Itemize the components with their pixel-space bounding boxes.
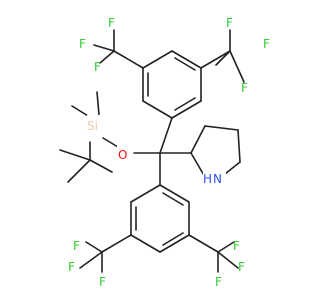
atom-f12: F <box>215 275 222 289</box>
bond <box>130 184 161 203</box>
atom-f1: F <box>108 16 115 30</box>
bond <box>229 50 245 83</box>
bond <box>142 50 173 69</box>
bond <box>237 129 241 163</box>
bond <box>162 192 184 206</box>
bond <box>171 100 202 119</box>
atom-f3: F <box>94 60 101 74</box>
atom-f8: F <box>68 260 75 274</box>
bond <box>200 50 231 69</box>
bond <box>159 184 190 203</box>
bond <box>217 241 235 253</box>
bond <box>224 161 241 175</box>
structure-svg: F F F F F F Si O N H F F F F F F <box>59 16 270 289</box>
bond <box>190 125 206 154</box>
bond <box>101 234 132 253</box>
bond <box>102 137 119 148</box>
bond <box>130 234 161 253</box>
bond <box>142 100 173 119</box>
bond <box>59 149 91 161</box>
atom-f2: F <box>79 37 86 51</box>
bond <box>188 234 219 253</box>
atom-f5: F <box>263 37 270 51</box>
bond <box>190 152 206 178</box>
bond <box>171 50 202 69</box>
bond <box>93 44 115 52</box>
bond <box>204 125 239 131</box>
bond <box>113 50 144 69</box>
atom-h: H <box>203 172 212 186</box>
atom-n: N <box>213 172 222 186</box>
bond <box>89 159 113 173</box>
atom-f9: F <box>99 275 106 289</box>
bond <box>99 50 115 64</box>
atom-f11: F <box>238 260 245 274</box>
atom-f4: F <box>226 16 233 30</box>
bond <box>174 57 196 71</box>
bond <box>174 97 196 111</box>
atom-f7: F <box>73 239 80 253</box>
bond <box>217 251 239 269</box>
bond <box>96 91 100 116</box>
atom-si: Si <box>87 119 98 133</box>
bond <box>215 50 231 66</box>
atom-o: O <box>118 148 127 162</box>
bond <box>159 117 173 154</box>
bond <box>85 241 103 253</box>
bond <box>162 232 184 246</box>
bond <box>67 159 91 183</box>
bond <box>159 234 190 253</box>
atom-f6: F <box>241 81 248 95</box>
atom-label-layer: F F F F F F Si O N H F F F F F F <box>68 16 270 289</box>
bond <box>79 251 103 269</box>
molecule-diagram: F F F F F F Si O N H F F F F F F <box>59 16 270 289</box>
atom-f10: F <box>233 239 240 253</box>
bond-layer <box>59 29 245 273</box>
